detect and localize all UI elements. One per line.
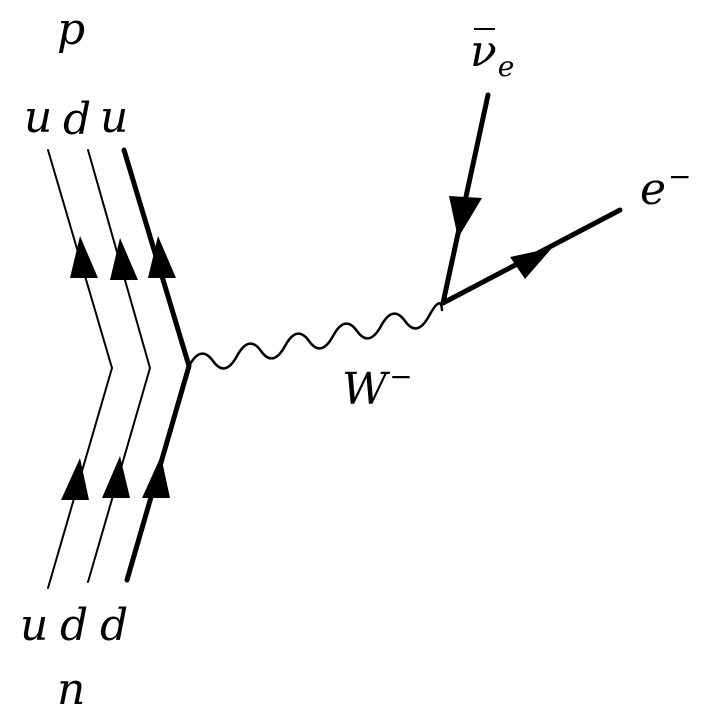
proton-quark-d: d bbox=[63, 94, 92, 145]
arrow-up-icon bbox=[61, 458, 89, 500]
arrow-up-icon bbox=[70, 236, 98, 278]
antineutrino-symbol: ν bbox=[470, 26, 497, 77]
arrow-up-icon bbox=[102, 456, 130, 498]
electron-symbol: e bbox=[640, 164, 667, 215]
quark-line-u-left bbox=[47, 149, 113, 589]
arrow-down-icon bbox=[449, 196, 482, 238]
w-boson-label: W− bbox=[342, 363, 413, 412]
quark-line-d-middle bbox=[87, 149, 151, 583]
arrow-right-icon bbox=[510, 248, 552, 279]
neutron-quark-d2: d bbox=[100, 600, 129, 651]
proton-quark-u1: u bbox=[24, 92, 53, 143]
proton-quark-u2: u bbox=[100, 92, 129, 143]
neutron-quark-u: u bbox=[20, 600, 49, 651]
electron-label: e− bbox=[640, 163, 692, 212]
w-boson-charge: − bbox=[389, 360, 413, 393]
arrow-up-icon bbox=[148, 236, 176, 278]
proton-label: p bbox=[57, 4, 86, 55]
w-boson-symbol: W bbox=[342, 364, 388, 415]
w-boson-propagator bbox=[187, 302, 444, 370]
antineutrino-flavor: e bbox=[497, 50, 515, 83]
antineutrino-label: νe bbox=[470, 26, 514, 81]
electron-charge: − bbox=[668, 160, 692, 193]
neutron-quark-d1: d bbox=[60, 600, 89, 651]
neutron-label: n bbox=[57, 664, 86, 715]
arrow-up-icon bbox=[110, 238, 138, 280]
arrow-up-icon bbox=[142, 456, 170, 498]
quark-line-d-to-u-right bbox=[121, 147, 192, 583]
